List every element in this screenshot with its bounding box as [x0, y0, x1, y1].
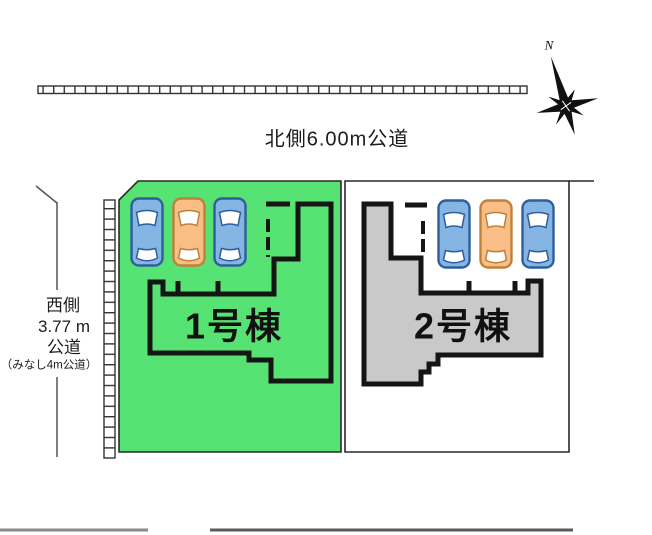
building-2-outline [361, 201, 544, 387]
car-icon [437, 199, 471, 269]
west-road-label-note: （みなし4m公道） [0, 359, 98, 372]
west-road-label-type: 公道 [47, 338, 81, 358]
north-road-strip [37, 85, 528, 95]
car-icon [521, 199, 555, 269]
building-1-porch-stubs [175, 281, 221, 294]
car-icon [172, 197, 206, 267]
west-road-label-width: 3.77 m [38, 317, 90, 337]
building-2-label: 2号棟 [413, 305, 513, 347]
north-road-label: 北側6.00m公道 [264, 128, 410, 151]
west-road-strip [103, 199, 116, 459]
building-2-porch-stubs [466, 281, 518, 293]
building-1-label: 1号棟 [184, 305, 284, 347]
compass-rose-icon [536, 56, 599, 135]
compass-n-label: N [544, 37, 554, 53]
west-road-label-side: 西側 [46, 296, 80, 316]
car-icon [479, 199, 513, 269]
building-1-outline [147, 201, 334, 384]
car-icon [130, 197, 164, 267]
west-dimension-line [35, 185, 58, 457]
car-icon [213, 197, 247, 267]
